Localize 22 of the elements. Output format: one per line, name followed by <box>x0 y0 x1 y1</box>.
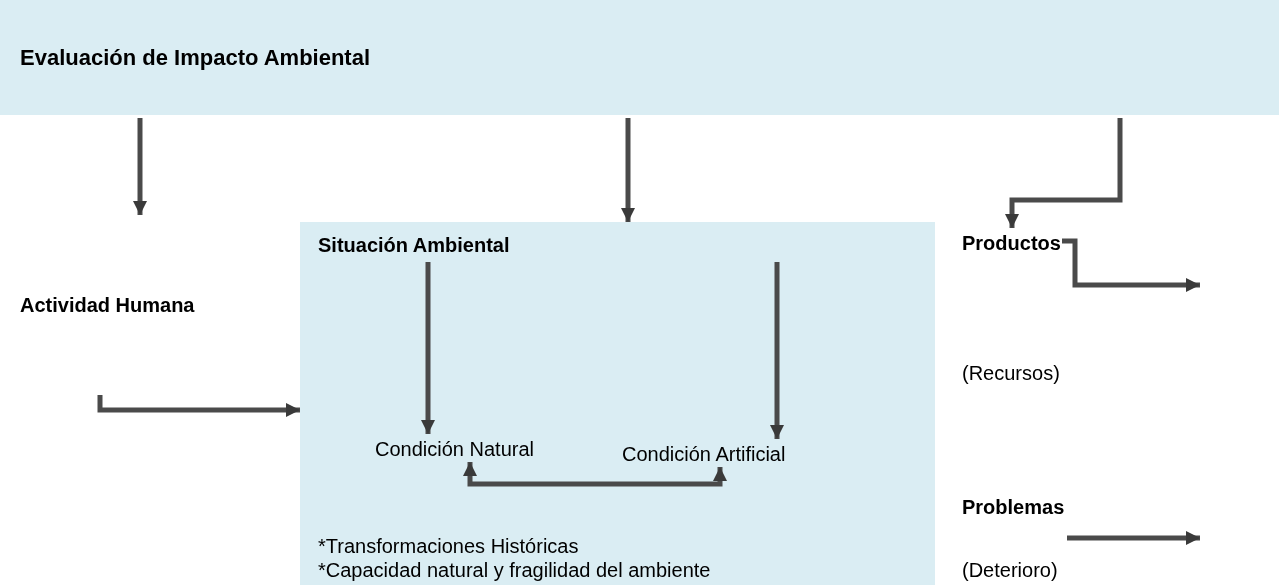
panel-heading: Situación Ambiental <box>318 233 510 258</box>
panel-note: *Capacidad natural y fragilidad del ambiente <box>318 558 711 582</box>
node-label: Problemas <box>962 495 1065 520</box>
arrow <box>463 462 727 487</box>
arrow <box>133 118 147 215</box>
arrow <box>97 395 300 417</box>
node-label: Condición Artificial <box>622 442 786 467</box>
arrow <box>770 262 784 439</box>
node-label: Actividad Humana <box>20 293 195 318</box>
panel-note: *Transformaciones Históricas <box>318 534 579 558</box>
arrow <box>621 118 635 222</box>
title-band <box>0 0 1279 115</box>
situation-panel <box>300 222 935 585</box>
note-label: (Deterioro) <box>962 558 1058 583</box>
band-label: Evaluación de Impacto Ambiental <box>20 44 371 72</box>
note-label: (Recursos) <box>962 361 1060 386</box>
node-label: Productos <box>962 231 1061 256</box>
node-label: Condición Natural <box>375 437 534 462</box>
arrow <box>1062 238 1200 292</box>
arrow <box>421 262 435 434</box>
arrow <box>1005 118 1123 228</box>
arrow <box>1067 531 1200 545</box>
